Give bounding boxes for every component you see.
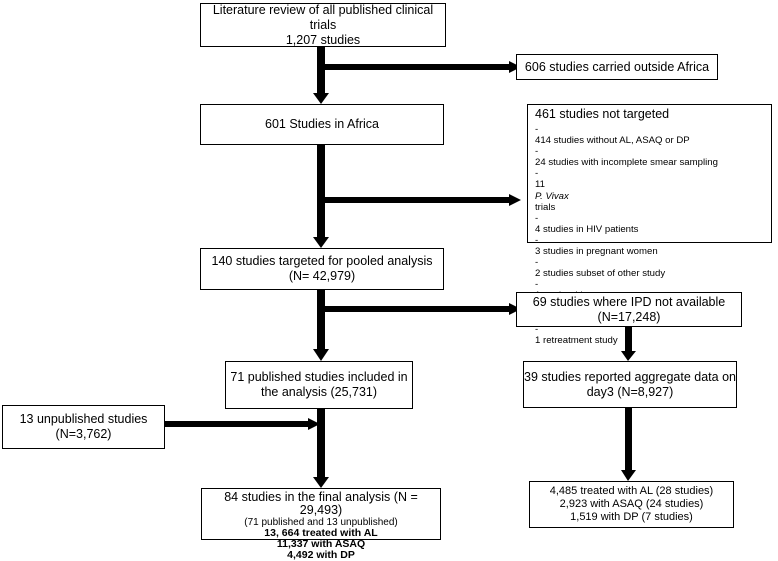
arrow-head <box>313 237 329 248</box>
not-targeted-item: -3 studies in pregnant women <box>535 235 718 257</box>
not-targeted-item: -4 studies in HIV patients <box>535 213 718 235</box>
not-targeted-title: 461 studies not targeted <box>535 107 670 121</box>
item-italic-text: P. Vivax <box>535 190 569 202</box>
arrow-ipd-to-aggregate <box>625 327 632 351</box>
outside-africa-text: 606 studies carried outside Africa <box>524 59 710 74</box>
published-count: the analysis (25,731) <box>260 385 378 399</box>
targeted-box: 140 studies targeted for pooled analysis… <box>200 248 444 290</box>
final-title: 84 studies in the final analysis (N = 29… <box>224 490 418 517</box>
unpublished-studies-box: 13 unpublished studies (N=3,762) <box>2 405 165 449</box>
bullet-dash: - <box>535 146 539 158</box>
arrow-head <box>509 61 521 73</box>
africa-studies-box: 601 Studies in Africa <box>200 104 444 145</box>
arrow-head <box>509 194 521 206</box>
final-asaq: 11,337 with ASAQ <box>276 538 366 550</box>
arrow-africa-to-targeted <box>317 145 325 237</box>
not-targeted-item: -1 retreatment study <box>535 324 718 346</box>
bullet-dash: - <box>535 279 539 291</box>
item-text: 3 studies in pregnant women <box>535 246 658 258</box>
final-al: 13, 664 treated with AL <box>264 527 378 539</box>
arrow-head <box>509 303 521 315</box>
by-drug-asaq: 2,923 with ASAQ (24 studies) <box>559 498 704 510</box>
arrow-to-not-targeted <box>321 197 509 203</box>
arrow-head <box>308 418 320 430</box>
bullet-dash: - <box>535 168 539 180</box>
africa-studies-text: 601 Studies in Africa <box>265 117 379 131</box>
targeted-count: (N= 42,979) <box>288 269 356 283</box>
by-drug-dp: 1,519 with DP (7 studies) <box>570 511 693 523</box>
arrow-head <box>313 477 329 488</box>
literature-review-box: Literature review of all published clini… <box>200 3 446 47</box>
final-analysis-box: 84 studies in the final analysis (N = 29… <box>201 488 441 561</box>
aggregate-title: 39 studies reported aggregate data on <box>524 369 736 384</box>
targeted-title: 140 studies targeted for pooled analysis <box>211 254 433 268</box>
item-text: 1 retreatment study <box>535 334 618 346</box>
arrow-head <box>621 351 636 361</box>
final-dp: 4,492 with DP <box>287 549 355 561</box>
not-targeted-item: -414 studies without AL, ASAQ or DP <box>535 124 718 146</box>
arrow-aggregate-to-by-drug <box>625 408 632 470</box>
aggregate-data-box: 39 studies reported aggregate data on da… <box>523 361 737 408</box>
ipd-title: 69 studies where IPD not available <box>532 294 726 309</box>
not-targeted-box: 461 studies not targeted -414 studies wi… <box>527 104 772 346</box>
unpublished-title: 13 unpublished studies <box>19 412 148 426</box>
arrow-to-outside <box>321 64 509 70</box>
not-targeted-item: -2 studies subset of other study <box>535 257 718 279</box>
published-title: 71 published studies included in <box>230 370 408 384</box>
arrow-head <box>621 470 636 481</box>
arrow-published-to-final <box>317 409 325 477</box>
arrow-head <box>313 93 329 104</box>
item-text: 4 studies in HIV patients <box>535 223 639 235</box>
by-drug-al: 4,485 treated with AL (28 studies) <box>549 485 714 497</box>
bullet-dash: - <box>535 257 539 269</box>
arrow-unpublished-to-trunk <box>165 421 310 427</box>
not-targeted-item: -11 P. Vivax trials <box>535 168 718 212</box>
arrow-targeted-to-published <box>317 290 325 349</box>
ipd-not-available-box: 69 studies where IPD not available (N=17… <box>516 292 742 327</box>
item-text: 2 studies subset of other study <box>535 268 666 280</box>
arrow-to-ipd-na <box>321 306 509 312</box>
flow-arrows <box>165 47 636 488</box>
ipd-count: (N=17,248) <box>597 309 661 324</box>
item-text: 414 studies without AL, ASAQ or DP <box>535 135 690 147</box>
outside-africa-box: 606 studies carried outside Africa <box>516 54 718 80</box>
arrow-head <box>313 349 329 361</box>
bullet-dash: - <box>535 323 539 335</box>
item-text-suffix: trials <box>535 201 556 213</box>
unpublished-count: (N=3,762) <box>55 427 112 441</box>
bullet-dash: - <box>535 124 539 135</box>
item-text: 24 studies with incomplete smear samplin… <box>535 157 718 169</box>
aggregate-count: day3 (N=8,927) <box>586 384 674 399</box>
bullet-dash: - <box>535 234 539 246</box>
item-text: 11 <box>535 179 545 191</box>
review-title: Literature review of all published clini… <box>212 2 434 32</box>
final-subtitle: (71 published and 13 unpublished) <box>244 517 398 528</box>
published-studies-box: 71 published studies included in the ana… <box>225 361 413 409</box>
bullet-dash: - <box>535 212 539 224</box>
not-targeted-item: -24 studies with incomplete smear sampli… <box>535 146 718 168</box>
review-count: 1,207 studies <box>285 32 361 47</box>
by-drug-box: 4,485 treated with AL (28 studies) 2,923… <box>529 481 734 528</box>
